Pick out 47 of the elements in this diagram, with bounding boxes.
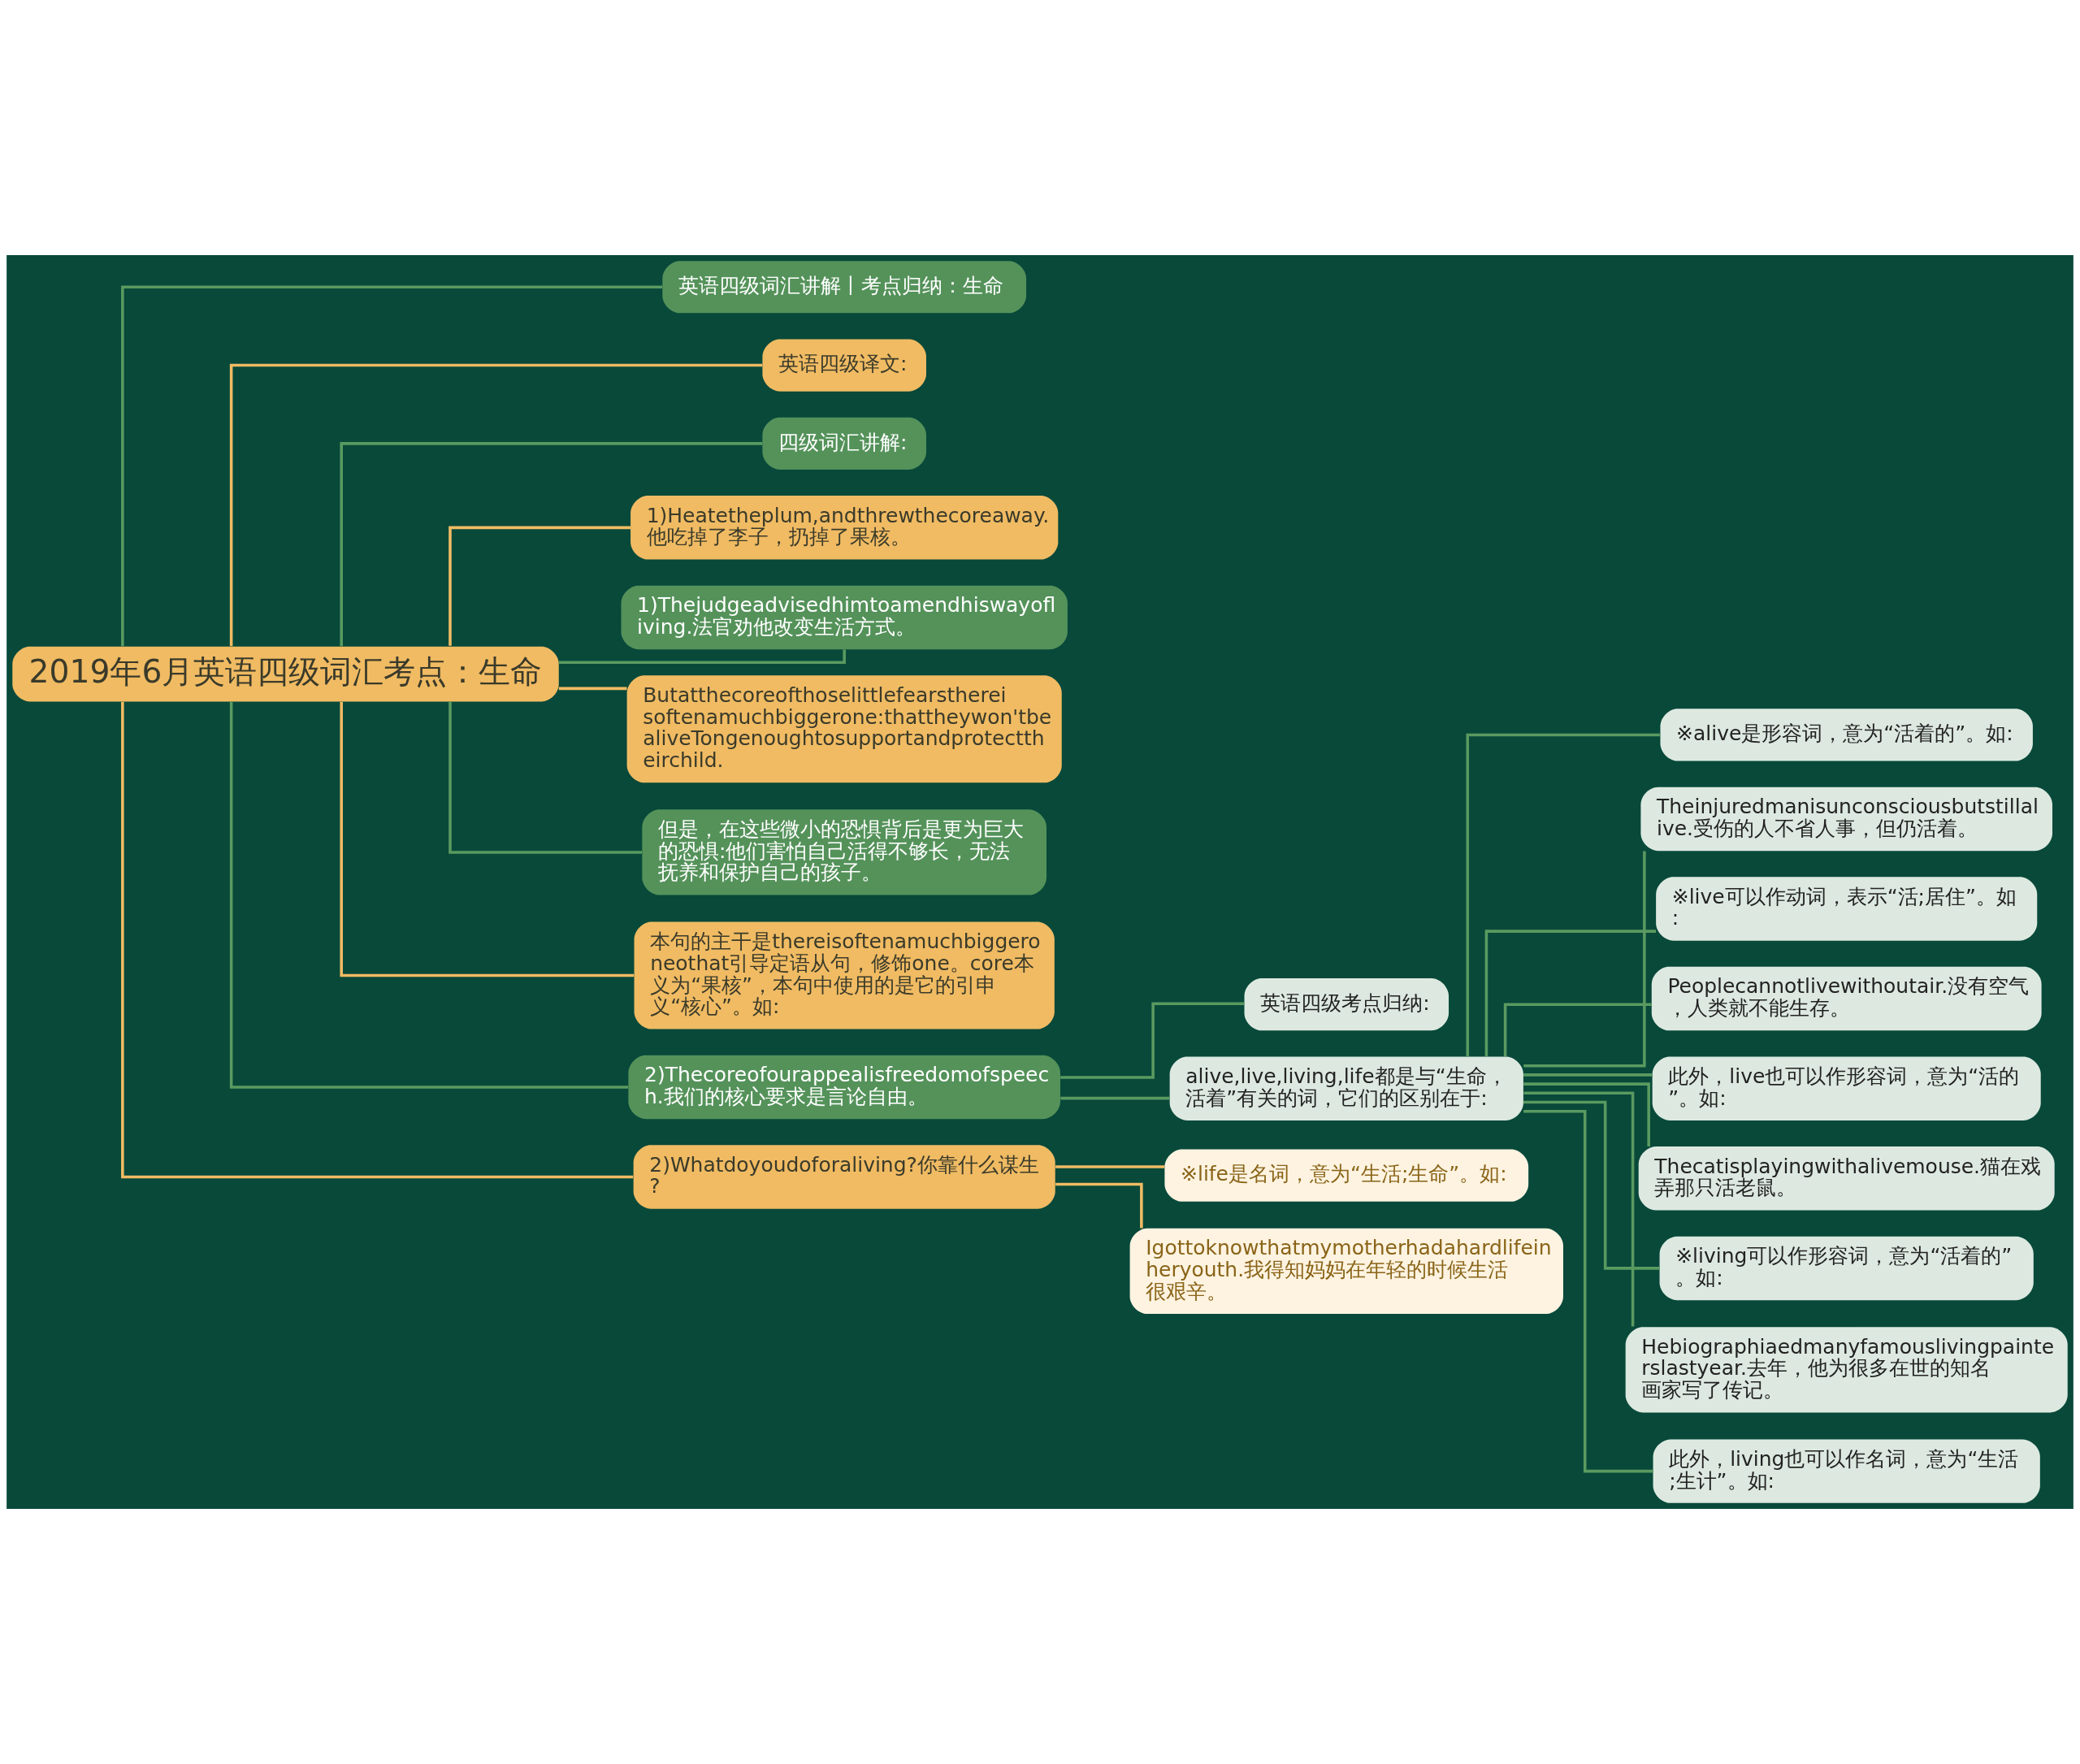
node-box: 1)Thejudgeadvisedhimtoamendhiswayofliving.法官劝他改变生活方式。 [621,585,1068,650]
node-box: 1)Heatetheplum,andthrewthecoreaway.他吃掉了李子，扔掉了果核。 [630,496,1059,560]
node-box: 2019年6月英语四级词汇考点：生命 [12,646,559,702]
node-box: 四级词汇讲解: [762,417,926,470]
node-box: 2)Thecoreofourappealisfreedomofspeech.我们的核心要求是言论自由。 [628,1055,1060,1120]
node-box: Butatthecoreofthoselittlefearsthereisoftenamuchbiggerone:thattheywon'tbealiveTongenoughtosupportandprotecttheirchild. [626,675,1062,783]
node-box: ※life是名词，意为“生活;生命”。如: [1164,1149,1529,1202]
connector [1523,1109,1653,1473]
connector [558,687,627,691]
connector [1523,1073,1653,1077]
connector [121,285,662,647]
connector [1055,1182,1143,1229]
connector [1523,1082,1650,1146]
node-box: alive,live,living,life都是与“生命，活着”有关的词，它们的区别在于: [1169,1056,1523,1120]
node-box: Igottoknowthatmymotherhadahardlifeinheryouth.我得知妈妈在年轻的时候生活很艰辛。 [1129,1228,1563,1315]
connector [1503,1003,1652,1056]
connector [1523,1091,1635,1327]
connector [340,442,763,647]
node-box: 英语四级词汇讲解丨考点归纳：生命 [662,261,1027,314]
connector [1484,930,1657,1057]
connector [121,701,634,1179]
node-box: 但是，在这些微小的恐惧背后是更为巨大的恐惧:他们害怕自己活得不够长，无法抚养和保护自己的孩子。 [642,809,1047,895]
node-box: 此外，live也可以作形容词，意为“活的”。如: [1652,1056,2041,1120]
connector [1060,1096,1170,1100]
connector [229,363,763,647]
connector [1523,1100,1660,1270]
node-box: 2)Whatdoyoudoforaliving?你靠什么谋生? [633,1145,1055,1209]
connector [1055,1165,1165,1168]
connector [229,701,629,1089]
node-box: ※alive是形容词，意为“活着的”。如: [1660,709,2033,761]
connector [558,649,846,665]
connector [1060,1002,1245,1079]
node-box: 此外，living也可以作名词，意为“生活;生计”。如: [1653,1439,2040,1503]
node-box: 英语四级考点归纳: [1244,978,1450,1031]
connector [448,526,630,646]
node-box: Thecatisplayingwithalivemouse.猫在戏弄那只活老鼠。 [1638,1146,2055,1211]
connector [340,701,635,977]
node-box: Peoplecannotlivewithoutair.没有空气，人类就不能生存。 [1651,966,2042,1031]
node-box: Hebiographiaedmanyfamouslivingpainterslastyear.去年，他为很多在世的知名画家写了传记。 [1625,1327,2068,1413]
node-box: ※living可以作形容词，意为“活着的”。如: [1659,1236,2034,1301]
connector [1523,851,1646,1068]
node-box: 英语四级译文: [762,339,926,392]
node-box: 本句的主干是thereisoftenamuchbiggeroneothat引导定语从句，修饰one。core本义为“果核”，本句中使用的是它的引申义“核心”。如: [634,921,1055,1029]
node-box: Theinjuredmanisunconsciousbutstillalive.受伤的人不省人事，但仍活着。 [1640,787,2052,852]
connector [448,701,643,854]
connector [1466,733,1660,1057]
node-box: ※live可以作动词，表示“活;居住”。如: [1656,877,2038,941]
